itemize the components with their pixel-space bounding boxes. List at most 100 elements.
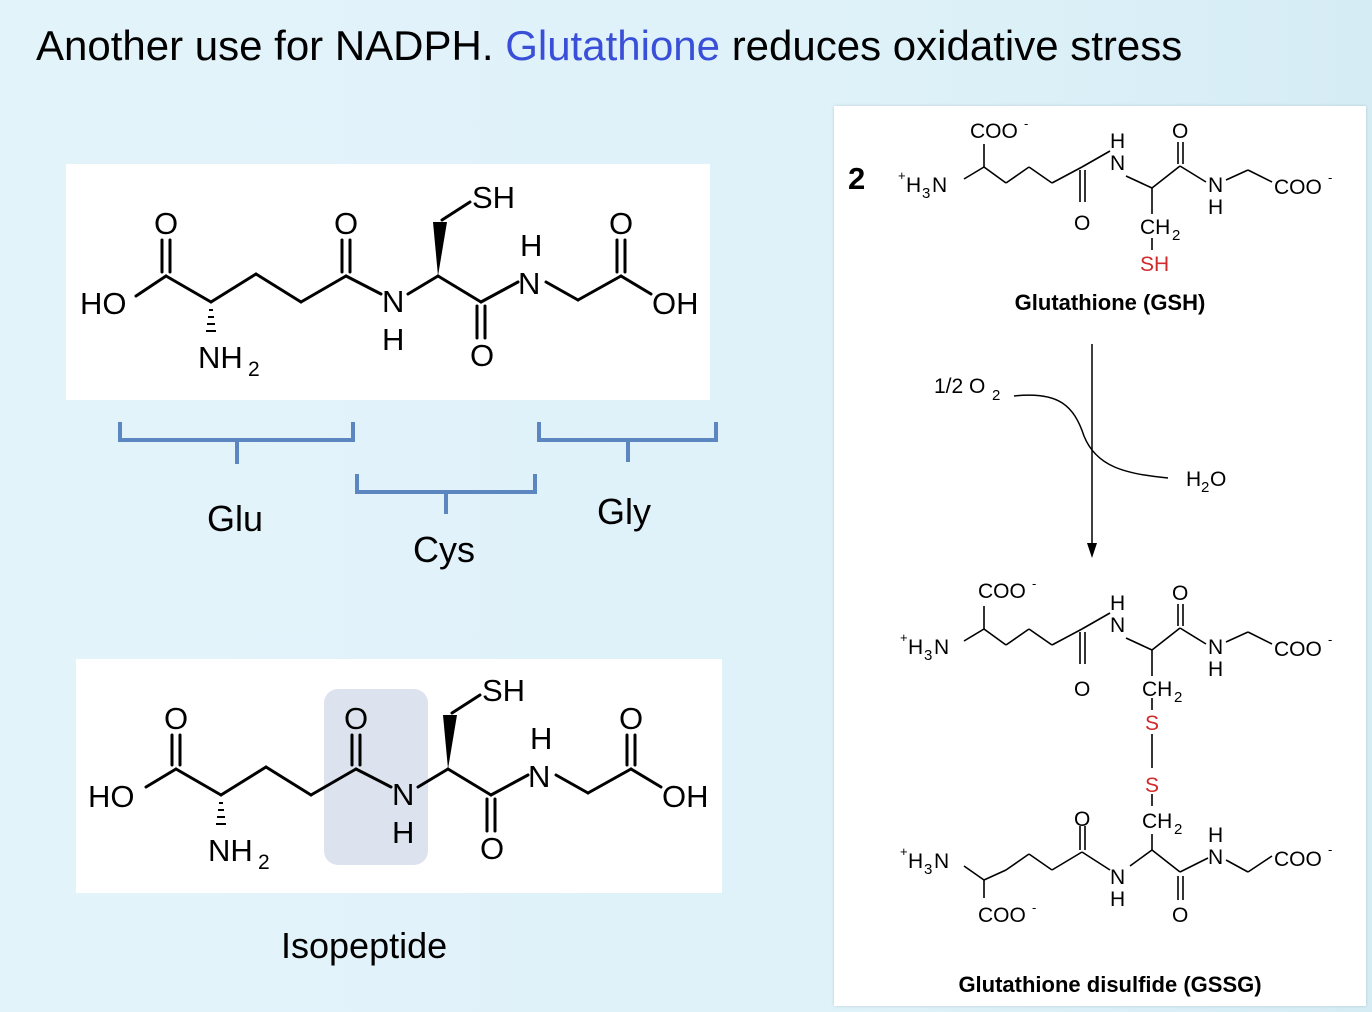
- atom-label: N: [934, 850, 949, 873]
- atom-label: N: [934, 636, 949, 659]
- atom-label: N: [1110, 866, 1125, 889]
- atom-subscript: 2: [1174, 821, 1182, 838]
- atom-label: N: [382, 284, 404, 319]
- atom-label: CH: [1140, 216, 1170, 239]
- gssg-name: Glutathione disulfide (GSSG): [958, 972, 1261, 997]
- atom-label: CH: [1142, 678, 1172, 701]
- isopeptide-structure: HO O NH 2 O N H SH O H N O OH: [88, 673, 709, 874]
- atom-label: O: [154, 206, 178, 241]
- atom-label: H: [1110, 592, 1125, 615]
- gsh-oxidation-reaction: 2 COO - + H 3 N H N O N: [848, 116, 1332, 997]
- reagent-subscript: 2: [992, 387, 1000, 404]
- atom-subscript: 2: [1172, 227, 1180, 244]
- atom-label: SH: [472, 180, 515, 215]
- atom-label: N: [1208, 636, 1223, 659]
- isopeptide-highlight: [324, 689, 428, 865]
- atom-subscript: 3: [924, 861, 932, 878]
- isopeptide-label: Isopeptide: [281, 925, 447, 966]
- thiol-label: SH: [1140, 253, 1169, 276]
- charge-label: -: [1328, 632, 1332, 647]
- atom-label: HO: [80, 286, 127, 321]
- atom-label: COO: [1274, 638, 1322, 661]
- charge-label: +: [898, 168, 906, 183]
- title-prefix: Another use for NADPH.: [36, 22, 506, 69]
- isopeptide-structure-panel: HO O NH 2 O N H SH O H N O OH: [76, 659, 722, 893]
- atom-label: O: [1172, 120, 1188, 143]
- atom-label: COO: [970, 120, 1018, 143]
- cys-label: Cys: [413, 529, 475, 570]
- gsh-name: Glutathione (GSH): [1015, 290, 1206, 315]
- atom-label: N: [1208, 846, 1223, 869]
- charge-label: +: [900, 844, 908, 859]
- atom-label: COO: [978, 580, 1026, 603]
- charge-label: -: [1032, 576, 1036, 591]
- atom-label: H: [1110, 888, 1125, 911]
- atom-label: O: [344, 701, 368, 736]
- atom-label: HO: [88, 779, 135, 814]
- charge-label: -: [1328, 170, 1332, 185]
- atom-label: H: [382, 322, 404, 357]
- atom-label: H: [1208, 196, 1223, 219]
- atom-label: OH: [652, 286, 699, 321]
- charge-label: -: [1024, 116, 1028, 131]
- atom-label: N: [528, 759, 550, 794]
- gsh-oxidation-reaction-panel: 2 COO - + H 3 N H N O N: [834, 106, 1366, 1006]
- atom-label: SH: [482, 673, 525, 708]
- atom-label: H: [1110, 130, 1125, 153]
- glutathione-structure-panel: HO O NH 2 O N H SH O H N O OH: [66, 164, 710, 400]
- glutathione-structure: HO O NH 2 O N H SH O H N O OH: [80, 180, 699, 381]
- atom-label: NH: [198, 340, 243, 375]
- atom-label: NH: [208, 833, 253, 868]
- glu-label: Glu: [207, 498, 263, 539]
- gly-bracket: [537, 422, 718, 462]
- atom-label: OH: [662, 779, 709, 814]
- atom-subscript: 2: [1174, 689, 1182, 706]
- atom-label: O: [609, 206, 633, 241]
- atom-label: H: [530, 721, 552, 756]
- disulfide-sulfur: S: [1145, 712, 1159, 735]
- atom-subscript: 3: [924, 647, 932, 664]
- charge-label: -: [1032, 900, 1036, 915]
- product-subscript: 2: [1201, 479, 1209, 496]
- slide-title: Another use for NADPH. Glutathione reduc…: [36, 22, 1182, 70]
- title-highlight: Glutathione: [505, 22, 721, 69]
- atom-label: H: [1208, 658, 1223, 681]
- atom-label: COO: [1274, 176, 1322, 199]
- atom-label: N: [392, 777, 414, 812]
- glu-bracket: [118, 422, 355, 464]
- charge-label: +: [900, 630, 908, 645]
- reagent-label: 1/2 O: [934, 375, 985, 398]
- atom-label: O: [164, 701, 188, 736]
- atom-label: COO: [1274, 848, 1322, 871]
- atom-label: O: [334, 206, 358, 241]
- product-label: O: [1210, 468, 1226, 491]
- atom-label: O: [470, 338, 494, 373]
- cys-bracket: [355, 474, 537, 514]
- stoich-coefficient: 2: [848, 161, 865, 196]
- gly-label: Gly: [597, 491, 651, 532]
- atom-label: O: [1172, 904, 1188, 927]
- atom-label: O: [480, 831, 504, 866]
- atom-label: H: [908, 850, 923, 873]
- atom-subscript: 2: [248, 358, 260, 381]
- title-suffix: reduces oxidative stress: [720, 22, 1183, 69]
- atom-label: CH: [1142, 810, 1172, 833]
- atom-label: O: [619, 701, 643, 736]
- atom-label: N: [1110, 152, 1125, 175]
- atom-label: O: [1172, 582, 1188, 605]
- atom-label: H: [908, 636, 923, 659]
- atom-label: H: [906, 174, 921, 197]
- atom-label: O: [1074, 808, 1090, 831]
- atom-label: H: [1208, 824, 1223, 847]
- atom-subscript: 3: [922, 185, 930, 202]
- atom-label: COO: [978, 904, 1026, 927]
- product-label: H: [1186, 468, 1201, 491]
- atom-label: H: [520, 228, 542, 263]
- atom-subscript: 2: [258, 851, 270, 874]
- atom-label: N: [518, 266, 540, 301]
- charge-label: -: [1328, 842, 1332, 857]
- atom-label: N: [1208, 174, 1223, 197]
- atom-label: N: [1110, 614, 1125, 637]
- disulfide-sulfur: S: [1145, 774, 1159, 797]
